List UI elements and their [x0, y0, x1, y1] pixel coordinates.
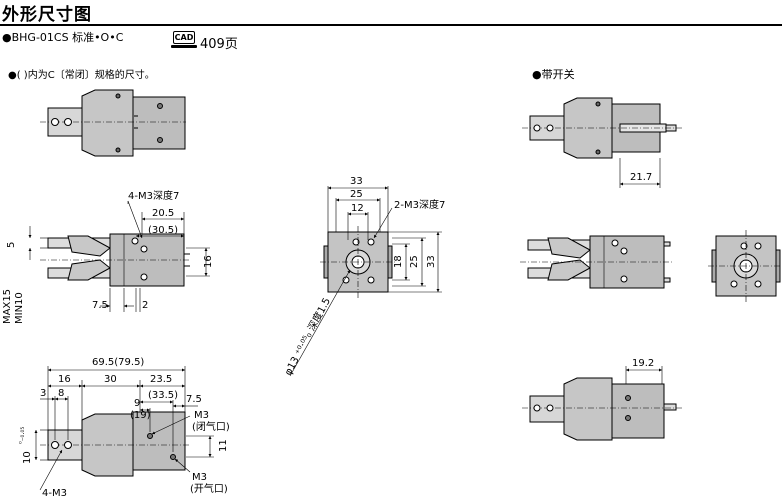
dim-min10: MIN10 [14, 292, 25, 324]
gripper-bottom-view [40, 411, 190, 477]
dim-phi13-depth: φ13 ⁺⁰·⁰⁵₀ 深度1.5 [281, 295, 333, 377]
dim-33-top: 33 [350, 176, 363, 187]
front-view-dimensions [28, 200, 210, 312]
switch-top-view [522, 97, 682, 188]
title-divider [0, 24, 782, 26]
dim-30-5: (30.5) [148, 225, 178, 236]
dim-30: 30 [104, 374, 117, 385]
dim-7-5: 7.5 [92, 300, 108, 311]
bottom-view-dimensions [34, 366, 214, 491]
dim-19-2: 19.2 [632, 358, 654, 369]
dim-m3-open: M3 [192, 472, 207, 483]
dim-21-7: 21.7 [630, 172, 652, 183]
dim-23-5: 23.5 [150, 374, 172, 385]
dim-33-side: 33 [426, 255, 437, 268]
switch-front-view [520, 235, 672, 289]
gripper-top-view [40, 89, 186, 157]
dim-m3-close: M3 [194, 410, 209, 421]
dim-12: 12 [351, 203, 364, 214]
switch-end-view [708, 230, 782, 302]
dim-4m3-bottom: 4-M3 [42, 488, 67, 499]
model-line: ●BHG-01CS 标准•O•C [2, 31, 124, 44]
dim-18: 18 [393, 255, 404, 268]
dim-25-side: 25 [409, 255, 420, 268]
dim-33-5: (33.5) [148, 390, 178, 401]
dim-16b: 16 [58, 374, 71, 385]
dim-max15: MAX15 [2, 289, 13, 324]
cad-base [171, 45, 197, 48]
end-view-dimensions [289, 186, 442, 377]
note-text: ●( )内为C〔常闭〕规格的尺寸。 [8, 70, 155, 81]
dim-25-top: 25 [350, 189, 363, 200]
dim-20-5: 20.5 [152, 208, 174, 219]
dim-7-5b: 7.5 [186, 394, 202, 405]
dim-close-port: (闭气口) [192, 420, 230, 433]
cad-page-link[interactable]: 409页 [200, 37, 238, 52]
gripper-front-view [40, 233, 190, 287]
switch-section-label: ●带开关 [532, 68, 575, 81]
dim-9: 9 [134, 398, 140, 409]
cad-label: CAD [173, 31, 195, 44]
dim-tolerance: ⁰₋₀.₀₅ [18, 427, 26, 444]
dim-69-5: 69.5(79.5) [92, 357, 144, 368]
dim-8: 8 [58, 388, 64, 399]
dim-11: 11 [218, 439, 229, 452]
dim-3: 3 [40, 388, 46, 399]
dim-10: 10 [22, 451, 33, 464]
dim-4m3-depth7: 4-M3深度7 [128, 189, 179, 202]
dim-19: (19) [130, 410, 151, 421]
gripper-end-view [320, 226, 396, 298]
page-title: 外形尺寸图 [2, 5, 92, 25]
dim-open-port: (开气口) [190, 482, 228, 495]
dim-2: 2 [142, 300, 148, 311]
cad-icon[interactable]: CAD [170, 28, 198, 50]
dim-2m3-depth7: 2-M3深度7 [394, 198, 445, 211]
dim-16: 16 [203, 255, 214, 268]
switch-bottom-view [522, 366, 682, 441]
dim-5: 5 [6, 242, 17, 248]
